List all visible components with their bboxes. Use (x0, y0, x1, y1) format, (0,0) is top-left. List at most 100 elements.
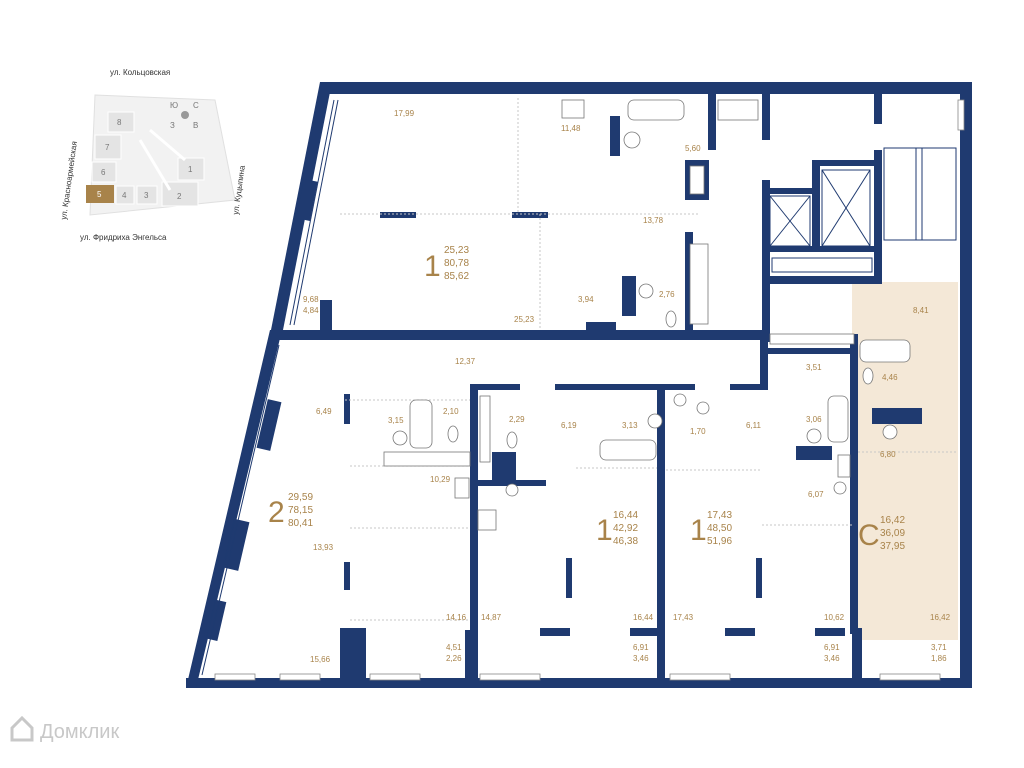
apt-5-rooms: С (858, 519, 880, 552)
apartment-5-label[interactable]: С 16,42 36,09 37,95 (858, 515, 905, 552)
staircase (883, 147, 957, 241)
room-area: 3,94 (578, 295, 594, 304)
keyplan-label-1: 1 (188, 165, 193, 174)
room-area: 12,37 (455, 357, 476, 366)
key-plan: 8 7 6 5 4 3 2 1 Ю С З В ул. Кольцовская … (59, 68, 247, 242)
room-area: 2,29 (509, 415, 525, 424)
room-area: 3,46 (824, 654, 840, 663)
room-area: 8,41 (913, 306, 929, 315)
room-area: 1,86 (931, 654, 947, 663)
room-area: 6,91 (633, 643, 649, 652)
room-area: 3,15 (388, 416, 404, 425)
keyplan-section-8[interactable] (107, 111, 135, 133)
apt-1-living-area: 25,23 (444, 245, 469, 256)
keyplan-section-5[interactable] (86, 185, 114, 203)
apt-3-living-area: 16,44 (613, 510, 638, 521)
svg-text:Домклик: Домклик (40, 721, 119, 743)
room-area: 25,23 (514, 315, 535, 324)
apt-4-full-area: 51,96 (707, 536, 732, 547)
room-area: 3,46 (633, 654, 649, 663)
room-area: 2,10 (443, 407, 459, 416)
room-area: 6,07 (808, 490, 824, 499)
bathroom-fixtures (383, 99, 911, 531)
room-area: 2,26 (446, 654, 462, 663)
keyplan-label-5: 5 (97, 190, 102, 199)
apt-1-full-area: 85,62 (444, 271, 469, 282)
room-area: 6,11 (746, 421, 762, 430)
domclick-watermark: Домклик (10, 715, 119, 743)
apt-2-rooms: 2 (268, 496, 285, 529)
room-area: 4,46 (882, 373, 898, 382)
apt-5-living-area: 16,42 (880, 515, 905, 526)
apt-3-full-area: 46,38 (613, 536, 638, 547)
keyplan-label-7: 7 (105, 143, 110, 152)
room-area: 3,71 (931, 643, 947, 652)
keyplan-section-1[interactable] (177, 157, 205, 181)
room-area: 5,60 (685, 144, 701, 153)
apt-1-rooms: 1 (424, 250, 441, 283)
svg-text:З: З (170, 121, 175, 130)
room-area: 15,66 (310, 655, 331, 664)
apartment-2-label[interactable]: 2 29,59 78,15 80,41 (268, 492, 313, 529)
apt-2-total-area: 78,15 (288, 505, 313, 516)
apt-5-total-area: 36,09 (880, 528, 905, 539)
house-logo-icon (10, 715, 34, 742)
room-area-labels: 17,99 11,48 5,60 13,78 3,94 2,76 25,23 9… (303, 109, 951, 664)
room-area: 3,13 (622, 421, 638, 430)
room-area: 6,49 (316, 407, 332, 416)
room-boundaries (340, 98, 958, 621)
apt-1-total-area: 80,78 (444, 258, 469, 269)
room-area: 1,70 (690, 427, 706, 436)
street-bottom: ул. Фридриха Энгельса (80, 233, 167, 242)
windows (197, 99, 965, 681)
room-area: 3,06 (806, 415, 822, 424)
apt-3-total-area: 42,92 (613, 523, 638, 534)
keyplan-section-4[interactable] (115, 185, 135, 205)
room-area: 4,84 (303, 306, 319, 315)
room-area: 17,43 (673, 613, 694, 622)
svg-text:В: В (193, 121, 198, 130)
room-area: 6,19 (561, 421, 577, 430)
apt-3-rooms: 1 (596, 514, 613, 547)
room-area: 14,16 (446, 613, 467, 622)
room-area: 10,62 (824, 613, 845, 622)
room-area: 17,99 (394, 109, 415, 118)
apartment-4-label[interactable]: 1 17,43 48,50 51,96 (690, 510, 732, 547)
room-area: 10,29 (430, 475, 451, 484)
svg-text:Ю: Ю (170, 101, 178, 110)
keyplan-label-8: 8 (117, 118, 122, 127)
svg-text:С: С (193, 101, 199, 110)
keyplan-section-7[interactable] (94, 134, 122, 160)
room-area: 4,51 (446, 643, 462, 652)
apartment-1-label[interactable]: 1 25,23 80,78 85,62 (424, 245, 469, 283)
keyplan-section-3[interactable] (136, 185, 158, 205)
studio-highlight[interactable] (852, 282, 958, 672)
street-left: ул. Красноармейская (59, 141, 79, 221)
room-area: 3,51 (806, 363, 822, 372)
room-area: 13,93 (313, 543, 334, 552)
room-area: 16,42 (930, 613, 951, 622)
keyplan-section-6[interactable] (91, 161, 117, 183)
apt-4-living-area: 17,43 (707, 510, 732, 521)
apt-4-total-area: 48,50 (707, 523, 732, 534)
room-area: 2,76 (659, 290, 675, 299)
street-top: ул. Кольцовская (110, 68, 170, 77)
room-area: 13,78 (643, 216, 664, 225)
keyplan-label-3: 3 (144, 191, 149, 200)
room-area: 9,68 (303, 295, 319, 304)
apt-4-rooms: 1 (690, 514, 707, 547)
apartment-3-label[interactable]: 1 16,44 42,92 46,38 (596, 510, 638, 547)
keyplan-label-6: 6 (101, 168, 106, 177)
room-area: 14,87 (481, 613, 502, 622)
compass-icon: Ю С З В (170, 101, 199, 130)
room-area: 11,48 (561, 124, 581, 133)
keyplan-label-2: 2 (177, 192, 182, 201)
keyplan-label-4: 4 (122, 191, 127, 200)
apt-5-full-area: 37,95 (880, 541, 905, 552)
apt-2-full-area: 80,41 (288, 518, 313, 529)
room-area: 6,91 (824, 643, 840, 652)
lift-shafts (769, 169, 873, 273)
apt-2-living-area: 29,59 (288, 492, 313, 503)
room-area: 16,44 (633, 613, 654, 622)
